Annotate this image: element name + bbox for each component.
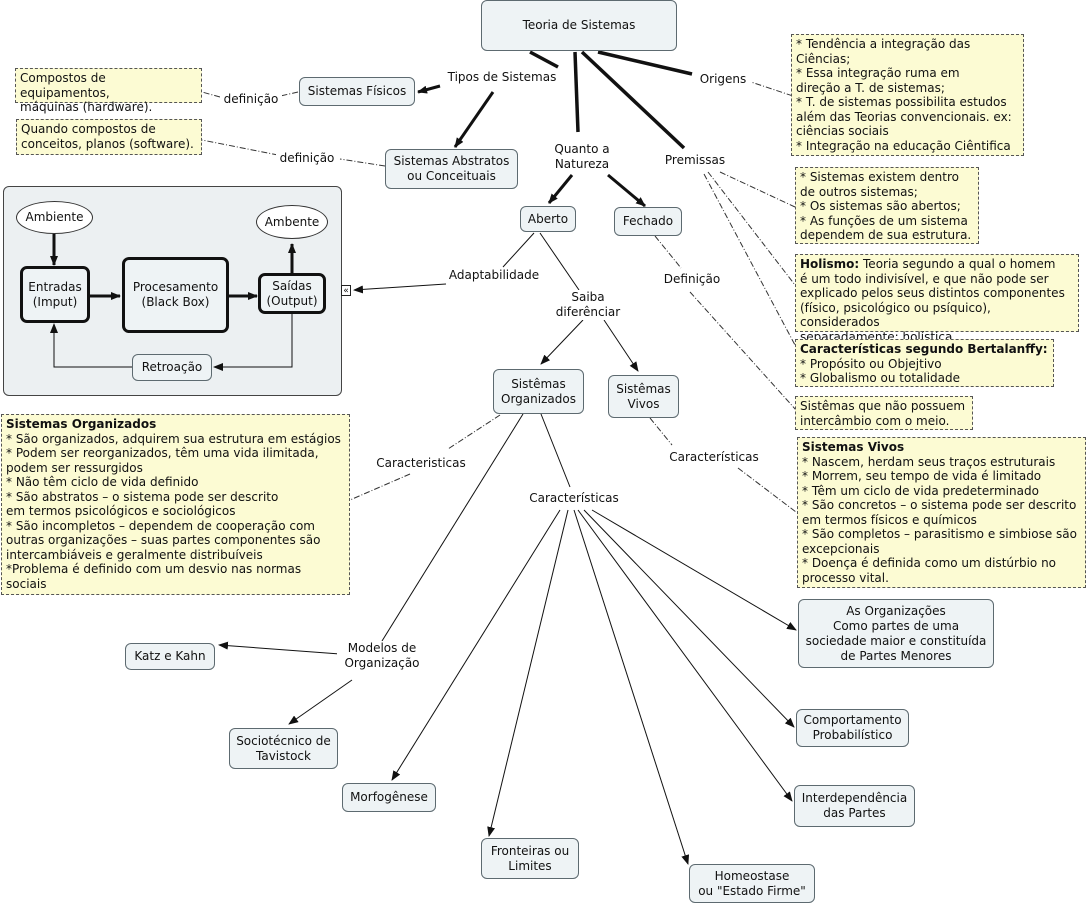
note-origens: * Tendência a integração das Ciências; *… [791,34,1024,156]
comportamento-node[interactable]: Comportamento Probabilístico [796,709,909,747]
aberto-node[interactable]: Aberto [520,206,576,232]
retroacao-node[interactable]: Retroação [132,354,212,381]
label-definicao-abstratos: definição [276,151,338,166]
morfogenese-node[interactable]: Morfogênese [342,783,436,812]
label-quanto-a-natureza: Quanto a Natureza [545,142,619,172]
organizacoes-node[interactable]: As Organizações Como partes de uma socie… [798,599,994,668]
label-definicao-fisicos: definição [220,92,282,107]
label-adaptabilidade: Adaptabilidade [446,268,542,283]
link-title-origens [597,50,693,76]
processamento-node[interactable]: Procesamento (Black Box) [122,257,229,333]
saidas-node[interactable]: Saídas (Output) [258,273,326,314]
note-fisicos-definicao: Compostos de equipamentos, máquinas (har… [15,68,202,114]
sistemas-fisicos-node[interactable]: Sistemas Físicos [299,77,415,106]
sociotecnico-node[interactable]: Sociotécnico de Tavistock [229,728,338,769]
label-tipos-de-sistemas: Tipos de Sistemas [442,70,562,85]
arrow-quanto-aberto [547,174,574,204]
sistemas-abstratos-node[interactable]: Sistemas Abstratos ou Conceituais [385,149,518,189]
entradas-node[interactable]: Entradas (Imput) [20,266,90,323]
ambiente-input-node[interactable]: Ambiente [16,201,93,234]
link-title-quanto [573,51,580,133]
label-definicao-fechado: Definição [660,272,724,287]
arrow-tipos-fisicos [417,84,441,94]
note-sistemas-vivos: Sistemas Vivos* Nascem, herdam seus traç… [797,437,1086,588]
expand-collapse-icon[interactable]: « [341,285,351,296]
label-caracteristicas-vivos: Características [664,450,764,465]
homeostase-node[interactable]: Homeostase ou "Estado Firme" [689,864,815,903]
label-caracteristicas-organizados: Caracteristicas [372,456,470,471]
label-saiba-diferenciar: Saiba diferênciar [550,290,626,320]
katz-kahn-node[interactable]: Katz e Kahn [125,643,215,670]
note-premissas: * Sistemas existem dentro de outros sist… [795,167,979,244]
note-sistemas-organizados: Sistemas Organizados* São organizados, a… [1,414,350,595]
link-title-premissas [580,50,686,150]
arrow-tipos-abstratos [453,91,495,148]
interdependencia-node[interactable]: Interdependência das Partes [794,785,915,827]
link-title-tipos [529,50,559,69]
label-origens: Origens [694,72,752,87]
label-modelos-organizacao: Modelos de Organização [337,641,427,671]
title-node[interactable]: Teoria de Sistemas [481,0,677,51]
note-abstratos-definicao: Quando compostos de conceitos, planos (s… [16,119,202,155]
label-premissas: Premissas [658,153,732,168]
note-holismo: Holismo: Teoria segundo a qual o homem é… [795,254,1079,344]
note-bertalanffy: Características segundo Bertalanffy:* Pr… [795,339,1054,387]
arrow-quanto-fechado [607,173,646,208]
ambiente-output-node[interactable]: Ambente [256,205,328,239]
note-fechado-definicao: Sistêmas que não possuem intercâmbio com… [795,396,973,430]
label-caracteristicas-main: Características [524,491,624,506]
sistemas-vivos-node[interactable]: Sistêmas Vivos [608,375,679,418]
sistemas-organizados-node[interactable]: Sistêmas Organizados [493,369,584,414]
fronteiras-node[interactable]: Fronteiras ou Limites [481,838,579,879]
fechado-node[interactable]: Fechado [614,207,682,236]
